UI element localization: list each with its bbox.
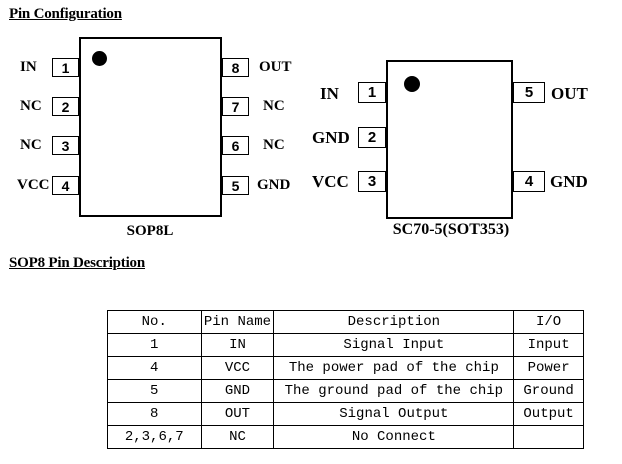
- sc70-pin-number: 1: [358, 82, 386, 103]
- sop8-pin-number: 4: [52, 176, 79, 195]
- sop8-pin-name: OUT: [259, 59, 292, 75]
- table-cell: IN: [200, 333, 275, 357]
- sop8-chip-body: [79, 37, 222, 217]
- sc70-pin-name: OUT: [551, 84, 588, 103]
- table-cell: Output: [513, 402, 584, 426]
- sop8-pin-number: 2: [52, 97, 79, 116]
- table-cell: 4: [107, 356, 202, 380]
- sop8-pin-name: NC: [20, 98, 42, 114]
- table-cell: VCC: [200, 356, 275, 380]
- sc70-pin-name: VCC: [312, 172, 349, 191]
- sc70-package-label: SC70-5(SOT353): [392, 221, 510, 238]
- table-cell: 1: [107, 333, 202, 357]
- sc70-pin-number: 3: [358, 171, 386, 192]
- sop8-pin-name: NC: [263, 137, 285, 153]
- table-cell: Signal Input: [273, 333, 515, 357]
- table-cell: The ground pad of the chip: [273, 379, 515, 403]
- sc70-pin-number: 5: [513, 82, 545, 103]
- table-cell: OUT: [200, 402, 275, 426]
- pin1-marker-dot: [404, 76, 420, 92]
- table-cell: GND: [200, 379, 275, 403]
- sc70-pin-name: IN: [320, 84, 339, 103]
- table-cell: Ground: [513, 379, 584, 403]
- sop8-pin-name: GND: [257, 177, 291, 193]
- table-cell: [513, 425, 584, 449]
- sc70-pin-name: GND: [550, 172, 588, 191]
- table-cell: No Connect: [273, 425, 515, 449]
- sop8-pin-number: 1: [52, 58, 79, 77]
- pin1-marker-dot: [92, 51, 107, 66]
- sop8-pin-number: 8: [222, 58, 249, 77]
- sop8-pin-number: 5: [222, 176, 249, 195]
- column-header: I/O: [513, 310, 584, 334]
- table-cell: 8: [107, 402, 202, 426]
- table-cell: Signal Output: [273, 402, 515, 426]
- sop8-pin-number: 6: [222, 136, 249, 155]
- sc70-pin-number: 2: [358, 127, 386, 148]
- sop8-pin-name: NC: [263, 98, 285, 114]
- column-header: No.: [107, 310, 202, 334]
- table-header-row: No. Pin Name Description I/O: [107, 310, 584, 334]
- sop8-pin-name: NC: [20, 137, 42, 153]
- sc70-pin-number: 4: [513, 171, 545, 192]
- sc70-pin-name: GND: [312, 128, 350, 147]
- table-row: 2,3,6,7 NC No Connect: [107, 425, 584, 449]
- sop8-pin-name: IN: [20, 59, 37, 75]
- table-cell: Power: [513, 356, 584, 380]
- pin-configuration-heading: Pin Configuration: [9, 6, 122, 22]
- table-row: 4 VCC The power pad of the chip Power: [107, 356, 584, 380]
- sop8-pin-number: 7: [222, 97, 249, 116]
- table-cell: Input: [513, 333, 584, 357]
- sop8-pin-number: 3: [52, 136, 79, 155]
- table-cell: The power pad of the chip: [273, 356, 515, 380]
- column-header: Description: [273, 310, 515, 334]
- table-cell: NC: [200, 425, 275, 449]
- table-cell: 2,3,6,7: [107, 425, 202, 449]
- sop8-pin-name: VCC: [17, 177, 50, 193]
- column-header: Pin Name: [200, 310, 275, 334]
- pin-description-heading: SOP8 Pin Description: [9, 255, 146, 271]
- table-cell: 5: [107, 379, 202, 403]
- table-row: 8 OUT Signal Output Output: [107, 402, 584, 426]
- pin-description-table: No. Pin Name Description I/O 1 IN Signal…: [107, 310, 584, 449]
- table-row: 5 GND The ground pad of the chip Ground: [107, 379, 584, 403]
- table-row: 1 IN Signal Input Input: [107, 333, 584, 357]
- sop8-package-label: SOP8L: [126, 223, 174, 239]
